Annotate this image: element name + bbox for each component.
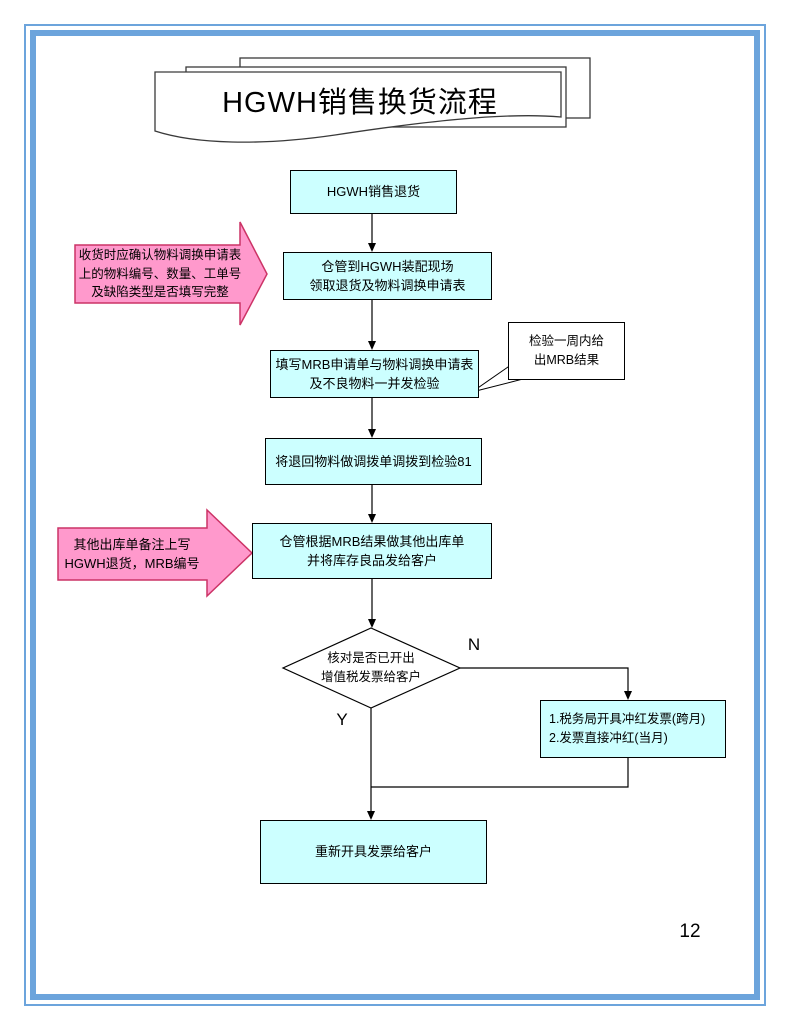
node-reissue-invoice: 重新开具发票给客户: [260, 820, 487, 884]
annotation-arrow-2-text: 其他出库单备注上写 HGWH退货，MRB编号: [64, 536, 200, 572]
page-number: 12: [679, 921, 701, 942]
annotation-arrow-1-text: 收货时应确认物料调换申请表 上的物料编号、数量、工单号 及缺陷类型是否填写完整: [78, 247, 242, 300]
page-border-outer: [24, 24, 766, 1006]
node-start: HGWH销售退货: [290, 170, 457, 214]
decision-label-no: N: [467, 635, 481, 654]
title-stack-front: [154, 71, 562, 143]
annotation-arrow-2: [57, 508, 254, 598]
arrowheads: [367, 243, 632, 820]
connectors: [370, 212, 629, 811]
callout-inspection-note: 检验一周内给 出MRB结果: [508, 322, 625, 380]
annotation-arrow-1: [74, 221, 268, 326]
node-fill-mrb: 填写MRB申请单与物料调换申请表 及不良物料一并发检验: [270, 350, 479, 398]
page-border-inner: [30, 30, 760, 1000]
node-collect-return: 仓管到HGWH装配现场 领取退货及物料调换申请表: [283, 252, 492, 300]
node-red-invoice: 1.税务局开具冲红发票(跨月) 2.发票直接冲红(当月): [540, 700, 726, 758]
node-outbound-order: 仓管根据MRB结果做其他出库单 并将库存良品发给客户: [252, 523, 492, 579]
decision-label-yes: Y: [336, 710, 348, 729]
decision-text: 核对是否已开出 增值税发票给客户: [320, 650, 421, 684]
slide-title: HGWH销售换货流程: [222, 87, 498, 119]
node-transfer-81: 将退回物料做调拨单调拨到检验81: [265, 438, 482, 485]
